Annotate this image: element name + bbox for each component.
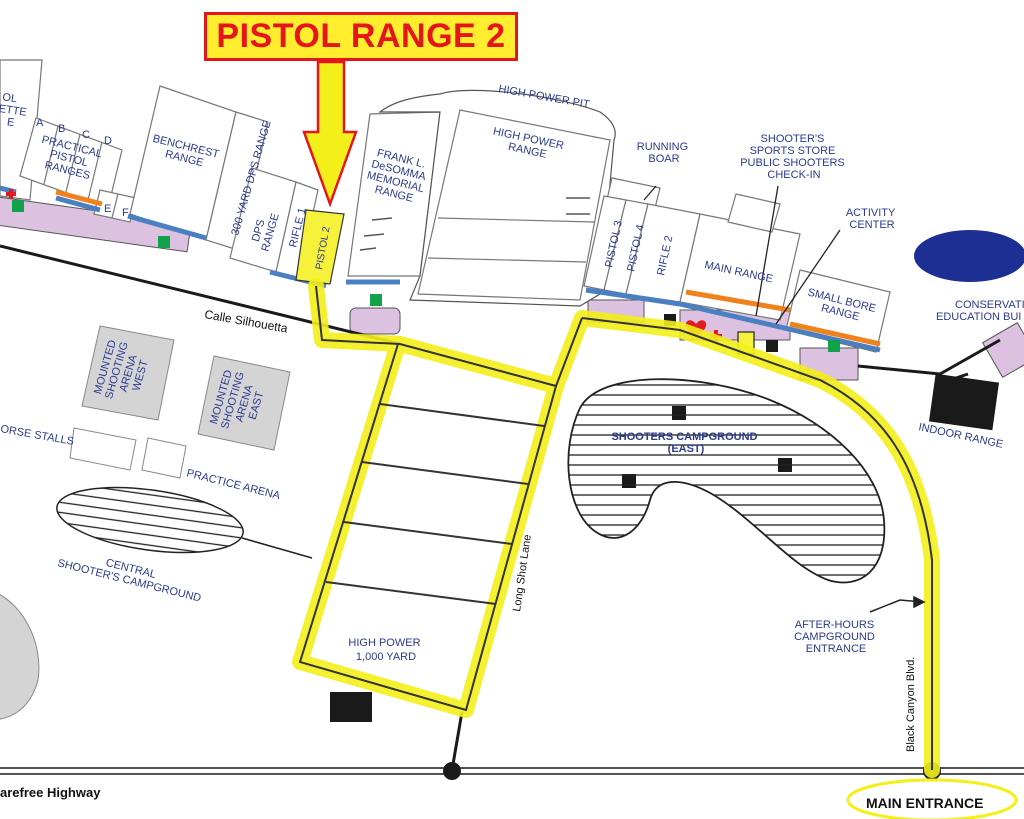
green-markers <box>12 200 840 352</box>
calle-silhouetta-road <box>0 244 401 346</box>
terrain-lower-left <box>0 594 40 720</box>
label-hp-1000: HIGH POWER 1,000 YARD <box>348 637 423 663</box>
label-east-camp: SHOOTERS CAMPGROUND (EAST) <box>611 431 760 455</box>
east-campground <box>567 378 886 584</box>
access-road <box>450 711 464 771</box>
range-buildings <box>0 59 891 353</box>
pistol-range-2-callout: PISTOL RANGE 2 <box>204 12 518 61</box>
green-marker <box>12 200 24 212</box>
indoor-range-building <box>928 373 1000 431</box>
arena-west <box>81 325 175 421</box>
road-black-canyon: Black Canyon Blvd. <box>905 657 917 752</box>
label-running-boar: RUNNING BOAR <box>637 141 691 165</box>
pistol2-arrow-icon <box>302 60 358 208</box>
horse-stalls-boxes <box>69 427 187 479</box>
central-campground <box>56 486 244 554</box>
arenas <box>81 325 291 451</box>
green-marker <box>828 340 840 352</box>
pad-conservation <box>981 321 1024 379</box>
label-store: SHOOTER'S SPORTS STORE PUBLIC SHOOTERS C… <box>740 133 848 181</box>
pointers <box>643 185 841 325</box>
black-buildings <box>330 314 1000 722</box>
label-horse-stalls: ORSE STALLS <box>0 423 75 448</box>
pond <box>914 230 1024 282</box>
label-pistol-left: OL ETTE E <box>0 91 32 131</box>
road-carefree-highway: arefree Highway <box>0 785 101 800</box>
indoor-connector <box>857 338 1001 376</box>
after-hours-pointer <box>869 595 926 613</box>
roads <box>0 244 1024 775</box>
road-calle-silhouetta: Calle Silhouetta <box>203 307 289 335</box>
lane-a: A <box>36 117 44 129</box>
arena-east <box>197 355 291 451</box>
first-aid-icon <box>6 189 16 199</box>
desomma-marks <box>359 197 590 251</box>
green-marker <box>158 236 170 248</box>
label-practice-arena: PRACTICE ARENA <box>185 467 282 502</box>
junction-dot <box>443 762 461 780</box>
range-main-top <box>727 193 781 233</box>
green-marker <box>370 294 382 306</box>
route-lines <box>298 285 933 770</box>
label-conservation: CONSERVATI EDUCATION BUI <box>936 299 1024 323</box>
callout-title: PISTOL RANGE 2 <box>216 17 506 55</box>
label-central-camp: CENTRAL SHOOTER'S CAMPGROUND <box>56 546 205 605</box>
main-entrance-label: MAIN ENTRANCE <box>866 795 984 811</box>
range-small-bore <box>785 269 891 353</box>
building <box>766 340 778 352</box>
pad-desomma <box>349 307 401 335</box>
range-high-power <box>417 109 611 301</box>
building <box>330 692 372 722</box>
range-pistol2[interactable] <box>295 209 345 285</box>
lane-e: E <box>104 203 111 215</box>
label-activity: ACTIVITY CENTER <box>846 207 898 231</box>
lane-d: D <box>104 135 112 147</box>
lane-c: C <box>82 129 90 141</box>
lane-f: F <box>122 207 129 219</box>
label-after-hours: AFTER-HOURS CAMPGROUND ENTRANCE <box>794 619 878 655</box>
lane-b: B <box>58 123 65 135</box>
main-entrance-highlight <box>846 778 1018 819</box>
